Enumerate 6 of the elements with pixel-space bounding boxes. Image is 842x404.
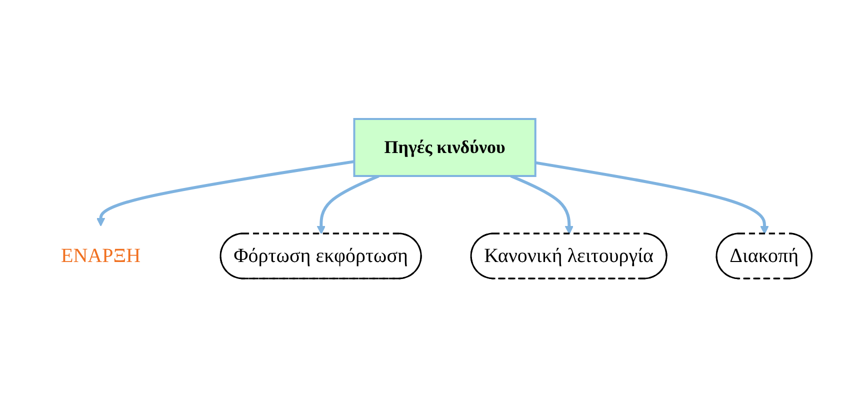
node-box: Πηγές κινδύνου (352, 118, 536, 176)
node-text: ΕΝΑΡΞΗ (60, 244, 140, 266)
arrow (316, 174, 379, 234)
arrow (534, 160, 769, 234)
arrow (96, 160, 354, 226)
arrow (510, 174, 574, 234)
